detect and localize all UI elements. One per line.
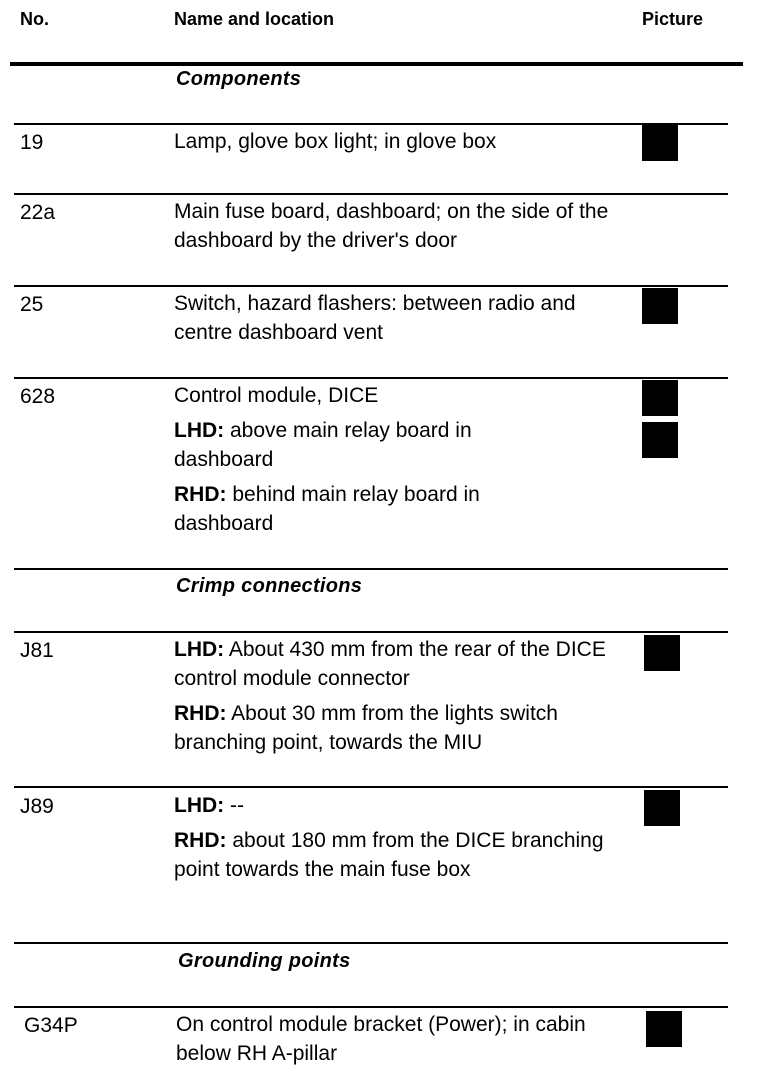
row-number: 25	[20, 293, 44, 316]
row-description: On control module bracket (Power); in ca…	[176, 1010, 626, 1068]
row-description: LHD: About 430 mm from the rear of the D…	[174, 635, 644, 757]
description-text: Control module, DICE	[174, 384, 379, 407]
rhd-label: RHD:	[174, 829, 227, 852]
row-number: 19	[20, 131, 44, 154]
header-name-location: Name and location	[174, 9, 335, 29]
rhd-note: RHD: About 30 mm from the lights switch …	[174, 699, 644, 757]
lhd-note: LHD: above main relay board in dashboard	[174, 416, 554, 474]
picture-thumbnail[interactable]	[642, 422, 678, 458]
lhd-label: LHD:	[174, 794, 225, 817]
rhd-text: behind main relay board in dashboard	[174, 483, 480, 535]
picture-thumbnail[interactable]	[642, 288, 678, 324]
row-description: Switch, hazard flashers: between radio a…	[174, 289, 619, 347]
rhd-note: RHD: about 180 mm from the DICE branchin…	[174, 826, 619, 884]
lhd-text: --	[224, 794, 244, 817]
row-divider	[14, 1006, 728, 1008]
row-description: Lamp, glove box light; in glove box	[174, 127, 644, 156]
row-number: J89	[20, 795, 54, 818]
rhd-text: about 180 mm from the DICE branching poi…	[174, 829, 604, 881]
header-picture: Picture	[642, 9, 704, 29]
lhd-note: LHD: About 430 mm from the rear of the D…	[174, 635, 644, 693]
row-divider	[14, 377, 728, 379]
section-crimp-connections: Crimp connections	[176, 575, 363, 597]
rhd-text: About 30 mm from the lights switch branc…	[174, 702, 558, 754]
row-divider	[14, 786, 728, 788]
rhd-label: RHD:	[174, 702, 227, 725]
picture-thumbnail[interactable]	[644, 635, 680, 671]
section-components: Components	[176, 68, 302, 90]
row-divider	[14, 285, 728, 287]
header-divider	[10, 62, 743, 66]
row-divider	[14, 942, 728, 944]
header-no: No.	[20, 9, 49, 29]
row-divider	[14, 568, 728, 570]
row-number: 628	[20, 385, 56, 408]
lhd-label: LHD:	[174, 419, 225, 442]
lhd-note: LHD: --	[174, 791, 619, 820]
row-divider	[14, 193, 728, 195]
row-number: J81	[20, 639, 54, 662]
description-text: Lamp, glove box light; in glove box	[174, 130, 497, 153]
description-text: On control module bracket (Power); in ca…	[176, 1013, 586, 1065]
row-number: 22a	[20, 201, 56, 224]
rhd-note: RHD: behind main relay board in dashboar…	[174, 480, 554, 538]
description-text: Switch, hazard flashers: between radio a…	[174, 292, 576, 344]
row-number: G34P	[24, 1014, 78, 1037]
description-text: Main fuse board, dashboard; on the side …	[174, 200, 609, 252]
picture-thumbnail[interactable]	[642, 125, 678, 161]
rhd-label: RHD:	[174, 483, 227, 506]
section-grounding-points: Grounding points	[178, 950, 351, 972]
row-description: LHD: -- RHD: about 180 mm from the DICE …	[174, 791, 619, 884]
row-description: Main fuse board, dashboard; on the side …	[174, 197, 634, 255]
picture-thumbnail[interactable]	[644, 790, 680, 826]
row-description: Control module, DICE LHD: above main rel…	[174, 381, 554, 538]
row-divider	[14, 631, 728, 633]
lhd-text: above main relay board in dashboard	[174, 419, 472, 471]
row-divider	[14, 123, 728, 125]
picture-thumbnail[interactable]	[646, 1011, 682, 1047]
picture-thumbnail[interactable]	[642, 380, 678, 416]
lhd-text: About 430 mm from the rear of the DICE c…	[174, 638, 606, 690]
lhd-label: LHD:	[174, 638, 225, 661]
